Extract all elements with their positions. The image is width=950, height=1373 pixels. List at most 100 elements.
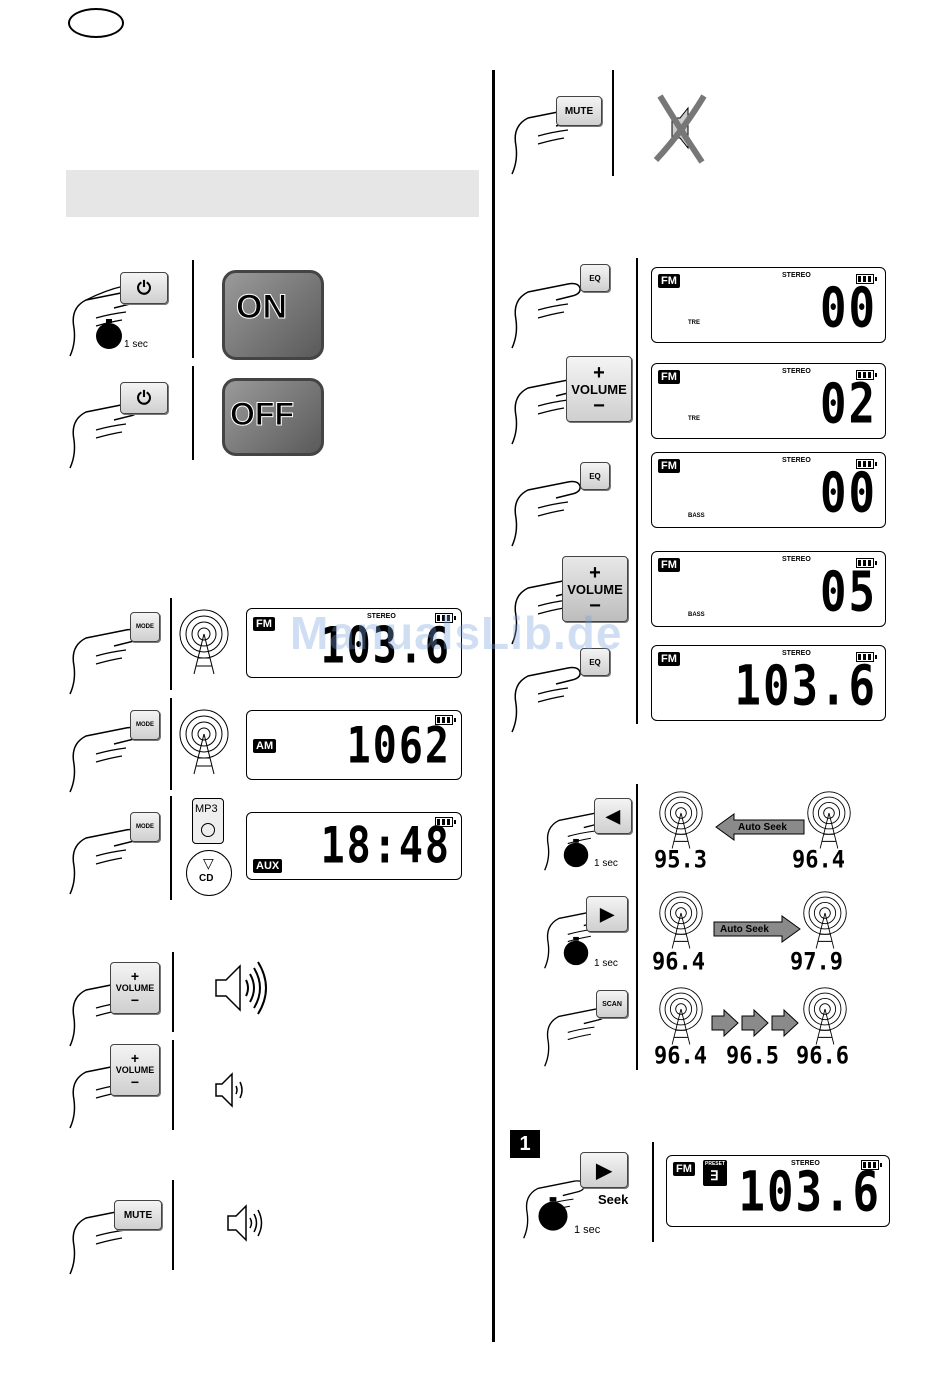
hand-press-icon [511, 480, 581, 547]
stereo-indicator: STEREO [782, 556, 811, 563]
volume-plus[interactable]: + [593, 361, 605, 384]
step-number: 1 [519, 1132, 531, 1155]
frequency-value: 103.6 [738, 1160, 881, 1224]
timer-icon [563, 936, 589, 966]
battery-icon [435, 715, 456, 725]
frequency-from: 95.3 [654, 846, 707, 875]
volume-plus[interactable]: + [130, 968, 140, 984]
eq-value: 00 [820, 276, 877, 340]
frequency-value: 1062 [346, 717, 451, 776]
arrow-right-icon [713, 915, 801, 943]
eq-mode-label: TRE [688, 320, 700, 326]
timer-icon [538, 1197, 568, 1231]
speaker-quiet-icon [215, 1072, 243, 1108]
battery-icon [861, 1160, 882, 1170]
speaker-loud-icon [215, 961, 267, 1015]
timer-icon [96, 319, 122, 349]
lcd-display-aux: AUX 18:48 [246, 812, 462, 880]
scan-frequency: 96.5 [726, 1042, 779, 1071]
seek-label: Seek [598, 1192, 629, 1207]
volume-label: VOLUME [571, 381, 627, 397]
volume-plus[interactable]: + [130, 1050, 140, 1066]
battery-icon [856, 370, 877, 380]
radio-tower-icon [803, 987, 847, 1045]
seek-forward-button[interactable]: ▶ [580, 1152, 628, 1188]
eq-value: 00 [820, 461, 877, 525]
lcd-display-am: AM 1062 [246, 710, 462, 780]
radio-tower-icon [179, 709, 229, 775]
row-divider [170, 598, 172, 690]
frequency-from: 96.4 [652, 948, 705, 977]
band-tag: FM [658, 274, 680, 288]
volume-button[interactable]: + VOLUME − [110, 962, 160, 1014]
stereo-indicator: STEREO [782, 650, 811, 657]
volume-plus[interactable]: + [589, 561, 601, 584]
timer-label: 1 sec [594, 858, 618, 869]
radio-on-image [222, 270, 324, 360]
scan-frequency: 96.6 [796, 1042, 849, 1071]
eq-button[interactable]: EQ [580, 648, 610, 676]
volume-button[interactable]: + VOLUME − [566, 356, 632, 422]
eq-value: 02 [820, 372, 877, 436]
row-divider [170, 796, 172, 900]
mode-button[interactable]: MODE [130, 612, 160, 642]
radio-tower-icon [179, 609, 229, 675]
band-tag: FM [658, 370, 680, 384]
eq-mode-label: BASS [688, 513, 705, 519]
radio-tower-icon [659, 987, 703, 1045]
row-divider [636, 258, 638, 724]
scan-button[interactable]: SCAN [596, 990, 628, 1018]
lcd-display-fm: FM STEREO 103.6 [246, 608, 462, 678]
battery-icon [435, 817, 456, 827]
seek-back-button[interactable]: ◀ [594, 798, 632, 834]
mp3-player-icon: MP3 [192, 798, 224, 844]
hand-press-icon [511, 282, 581, 349]
volume-minus[interactable]: − [130, 992, 140, 1008]
mode-button[interactable]: MODE [130, 812, 160, 842]
band-tag: FM [658, 558, 680, 572]
timer-label: 1 sec [124, 339, 148, 350]
eq-button[interactable]: EQ [580, 264, 610, 292]
row-divider [612, 70, 614, 176]
timer-label: 1 sec [574, 1224, 601, 1236]
column-divider [492, 70, 495, 1342]
battery-icon [856, 558, 877, 568]
battery-icon [856, 274, 877, 284]
band-tag: FM [658, 459, 680, 473]
mode-button[interactable]: MODE [130, 710, 160, 740]
power-button[interactable]: ⏻ [120, 382, 168, 414]
volume-button[interactable]: + VOLUME − [110, 1044, 160, 1096]
eq-mode-label: TRE [688, 416, 700, 422]
stereo-indicator: STEREO [367, 613, 396, 620]
stereo-indicator: STEREO [791, 1160, 820, 1167]
volume-button[interactable]: + VOLUME − [562, 556, 628, 622]
power-button[interactable]: ⏻ [120, 272, 168, 304]
frequency-value: 103.6 [320, 617, 451, 676]
frequency-to: 96.4 [792, 846, 845, 875]
lcd-display-eq: FM STEREO BASS 05 [651, 551, 886, 627]
frequency-to: 97.9 [790, 948, 843, 977]
row-divider [192, 260, 194, 358]
radio-tower-icon [659, 791, 703, 849]
off-label: OFF [230, 396, 295, 433]
eq-button[interactable]: EQ [580, 462, 610, 490]
row-divider [170, 698, 172, 790]
row-divider [172, 952, 174, 1032]
auto-seek-label: Auto Seek [738, 822, 787, 833]
band-tag: FM [658, 652, 680, 666]
volume-minus[interactable]: − [593, 394, 605, 417]
seek-forward-button[interactable]: ▶ [586, 896, 628, 932]
speaker-icon [227, 1204, 263, 1242]
lcd-display-eq: FM STEREO TRE 00 [651, 267, 886, 343]
row-divider [652, 1142, 654, 1242]
volume-minus[interactable]: − [589, 594, 601, 617]
mute-button[interactable]: MUTE [114, 1200, 162, 1230]
band-tag: AM [253, 739, 277, 753]
mute-button[interactable]: MUTE [556, 96, 602, 126]
watermark: ManualsLib.de [290, 607, 623, 659]
clock-value: 18:48 [320, 817, 451, 876]
lcd-display-eq: FM STEREO TRE 02 [651, 363, 886, 439]
language-badge [68, 8, 124, 38]
eq-mode-label: BASS [688, 612, 705, 618]
volume-minus[interactable]: − [130, 1074, 140, 1090]
